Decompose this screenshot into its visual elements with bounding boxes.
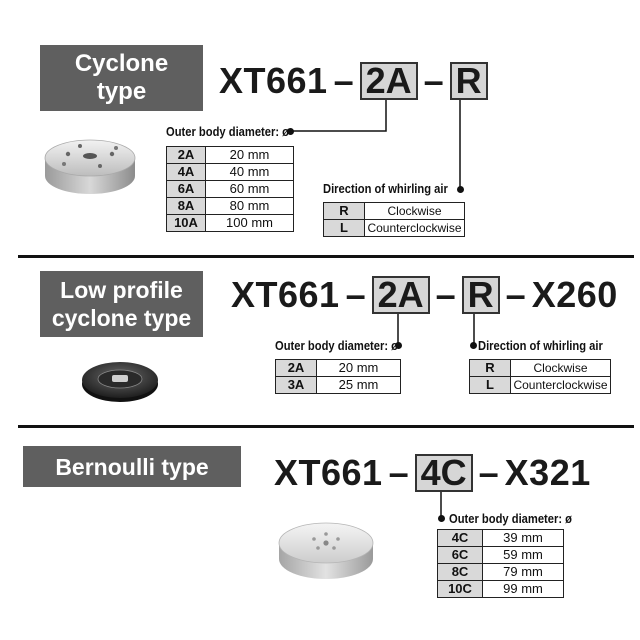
direction-value-cell: Counterclockwise (364, 219, 465, 237)
option-code-cell: 8C (437, 563, 483, 581)
diameter-value-cell: 59 mm (482, 546, 564, 564)
option-code-cell: L (469, 376, 511, 394)
diameter-value-cell: 39 mm (482, 529, 564, 547)
dash: – (333, 60, 354, 101)
bernoulli-label-line1: Bernoulli type (55, 453, 209, 480)
option-code-cell: 2A (166, 146, 206, 164)
option-code-cell: 4A (166, 163, 206, 181)
dash: – (345, 274, 366, 315)
dash: – (505, 274, 526, 315)
diameter-code-box: 2A (359, 62, 418, 100)
low-profile-cyclone-label: Low profile cyclone type (40, 271, 203, 337)
option-code-cell: L (323, 219, 365, 237)
cyclone-diameter-caption: Outer body diameter: ø (166, 124, 290, 139)
low-profile-direction-caption: Direction of whirling air (478, 338, 603, 353)
direction-code-box: R (461, 276, 500, 314)
cyclone-type-label: Cyclone type (40, 45, 203, 111)
section-divider (18, 255, 634, 258)
low-profile-label-line1: Low profile (60, 277, 183, 303)
option-code-cell: R (469, 359, 511, 377)
option-code-cell: 10C (437, 580, 483, 598)
direction-value-cell: Counterclockwise (510, 376, 611, 394)
diameter-code-box: 2A (371, 276, 430, 314)
diameter-value-cell: 100 mm (205, 214, 294, 232)
dash: – (388, 452, 409, 493)
model-prefix: XT661 (274, 452, 383, 493)
model-prefix: XT661 (219, 60, 328, 101)
dash: – (478, 452, 499, 493)
bernoulli-gripper-photo (278, 522, 374, 579)
cyclone-type-label-line1: Cyclone (74, 50, 169, 77)
dash: – (423, 60, 444, 101)
option-code-cell: 10A (166, 214, 206, 232)
direction-value-cell: Clockwise (510, 359, 611, 377)
diameter-code-box: 4C (414, 454, 473, 492)
diameter-value-cell: 40 mm (205, 163, 294, 181)
direction-value-cell: Clockwise (364, 202, 465, 220)
caption-marker (470, 342, 477, 349)
caption-marker (438, 515, 445, 522)
direction-code-box: R (449, 62, 488, 100)
cyclone-model-code: XT661 – 2A – R (219, 60, 488, 102)
diameter-value-cell: 80 mm (205, 197, 294, 215)
diameter-value-cell: 99 mm (482, 580, 564, 598)
cyclone-direction-caption: Direction of whirling air (323, 181, 448, 196)
cyclone-gripper-photo (44, 139, 136, 194)
option-code-cell: 4C (437, 529, 483, 547)
caption-marker (287, 128, 294, 135)
low-profile-cyclone-gripper-photo (82, 362, 158, 402)
option-code-cell: 6A (166, 180, 206, 198)
section-divider (18, 425, 634, 428)
bernoulli-model-code: XT661 – 4C – X321 (274, 452, 591, 494)
diameter-value-cell: 20 mm (316, 359, 401, 377)
option-code-cell: 8A (166, 197, 206, 215)
diameter-value-cell: 25 mm (316, 376, 401, 394)
cyclone-type-label-line2: type (96, 78, 147, 105)
option-code-cell: 2A (275, 359, 317, 377)
model-suffix: X260 (531, 274, 618, 315)
low-profile-label-line2: cyclone type (51, 305, 192, 331)
bernoulli-diameter-caption: Outer body diameter: ø (449, 511, 573, 526)
option-code-cell: R (323, 202, 365, 220)
model-suffix: X321 (504, 452, 591, 493)
model-prefix: XT661 (231, 274, 340, 315)
low-profile-model-code: XT661 – 2A – R – X260 (231, 274, 618, 316)
diameter-value-cell: 60 mm (205, 180, 294, 198)
caption-marker (457, 186, 464, 193)
diameter-value-cell: 20 mm (205, 146, 294, 164)
option-code-cell: 3A (275, 376, 317, 394)
caption-marker (395, 342, 402, 349)
low-profile-diameter-caption: Outer body diameter: ø (275, 338, 399, 353)
dash: – (435, 274, 456, 315)
option-code-cell: 6C (437, 546, 483, 564)
bernoulli-type-label: Bernoulli type (23, 446, 241, 487)
diameter-value-cell: 79 mm (482, 563, 564, 581)
